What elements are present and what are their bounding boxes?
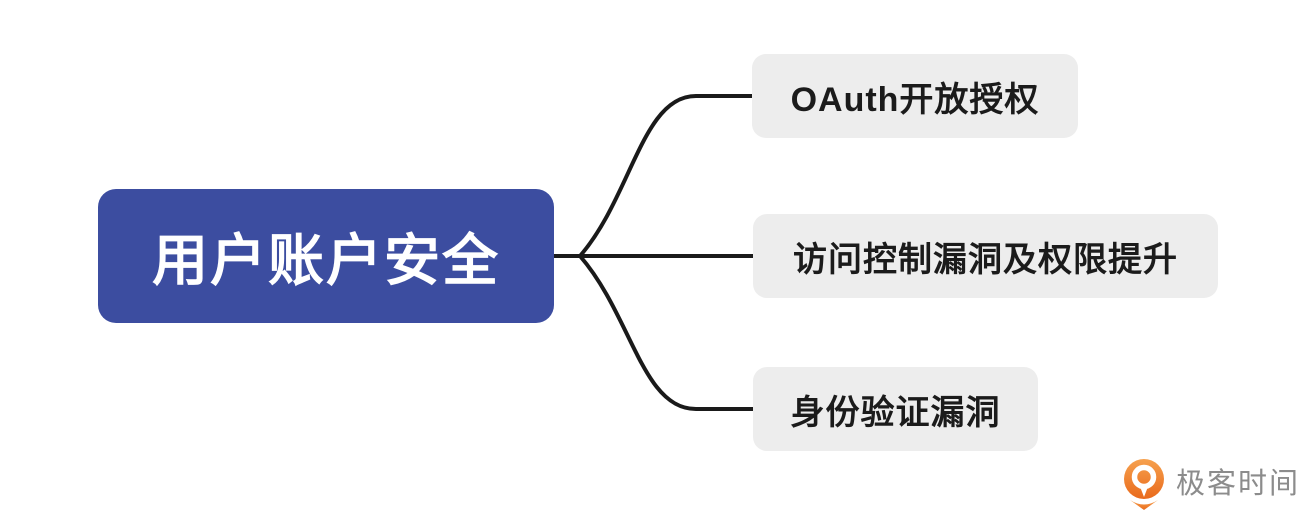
child-node-label: 访问控制漏洞及权限提升 xyxy=(793,240,1178,279)
root-node-label: 用户账户安全 xyxy=(152,228,500,292)
child-node-authentication: 身份验证漏洞 xyxy=(753,367,1038,451)
geektime-logo-icon xyxy=(1123,459,1164,510)
brand-watermark: 极客时间 xyxy=(1121,458,1300,510)
connector-top xyxy=(578,94,754,258)
connector-bottom xyxy=(578,254,755,411)
child-node-access-control: 访问控制漏洞及权限提升 xyxy=(753,214,1218,298)
brand-name: 极客时间 xyxy=(1175,467,1300,500)
root-node: 用户账户安全 xyxy=(98,189,554,323)
child-node-oauth: OAuth开放授权 xyxy=(752,54,1078,138)
child-node-label: 身份验证漏洞 xyxy=(790,393,1001,432)
child-node-label: OAuth开放授权 xyxy=(790,80,1040,119)
